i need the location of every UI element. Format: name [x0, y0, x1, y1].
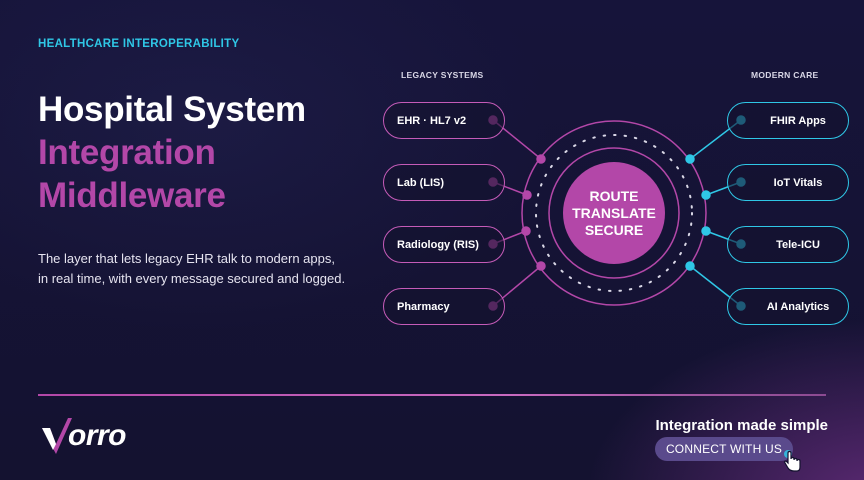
hand-pointer-icon: [783, 450, 801, 472]
modern-item-iot: IoT Vitals: [727, 164, 849, 201]
modern-item-label: AI Analytics: [766, 300, 830, 313]
legacy-item-pharmacy: Pharmacy: [383, 288, 505, 325]
legacy-item-label: Pharmacy: [397, 300, 450, 313]
ring-node: [701, 226, 711, 236]
ring-node: [536, 261, 546, 271]
title-line-3: Middleware: [38, 176, 226, 215]
ring-node: [685, 154, 695, 164]
vorro-logo[interactable]: orro: [40, 416, 127, 456]
legacy-item-label: EHR · HL7 v2: [397, 114, 467, 127]
footer-divider: [38, 394, 826, 396]
modern-item-label: IoT Vitals: [773, 176, 823, 189]
legacy-item-label: Radiology (RIS): [397, 238, 479, 251]
title-line-1: Hospital System: [38, 90, 306, 129]
page-title: Hospital System Integration Middleware: [38, 88, 306, 217]
ring-node: [521, 226, 531, 236]
ring-node: [701, 190, 711, 200]
logo-wordmark: orro: [68, 419, 127, 452]
legacy-systems-label: LEGACY SYSTEMS: [401, 70, 484, 80]
modern-item-teleicu: Tele-ICU: [727, 226, 849, 263]
hub-line-3: SECURE: [584, 221, 644, 238]
legacy-item-radiology: Radiology (RIS): [383, 226, 505, 263]
legacy-item-ehr: EHR · HL7 v2: [383, 102, 505, 139]
modern-item-label: Tele-ICU: [776, 238, 820, 251]
modern-care-label: MODERN CARE: [751, 70, 819, 80]
middleware-hub: ROUTE TRANSLATE SECURE: [563, 162, 665, 264]
description: The layer that lets legacy EHR talk to m…: [38, 251, 346, 286]
legacy-item-label: Lab (LIS): [397, 176, 445, 189]
eyebrow-label: HEALTHCARE INTEROPERABILITY: [38, 38, 240, 50]
outer-ring: [521, 120, 707, 306]
ring-node: [685, 261, 695, 271]
ring-node: [522, 190, 532, 200]
ring-node: [536, 154, 546, 164]
modern-item-label: FHIR Apps: [770, 114, 826, 127]
cta-tagline: Integration made simple: [655, 417, 828, 434]
title-line-2: Integration: [38, 133, 216, 172]
hub-line-2: TRANSLATE: [572, 204, 656, 221]
legacy-item-lab: Lab (LIS): [383, 164, 505, 201]
modern-item-ai: AI Analytics: [727, 288, 849, 325]
connect-button[interactable]: CONNECT WITH US: [655, 437, 793, 461]
dotted-ring: [535, 134, 693, 292]
modern-item-fhir: FHIR Apps: [727, 102, 849, 139]
hub-line-1: ROUTE: [589, 187, 639, 204]
vorro-v-logo-icon: [42, 418, 72, 454]
inner-ring: [548, 147, 680, 279]
